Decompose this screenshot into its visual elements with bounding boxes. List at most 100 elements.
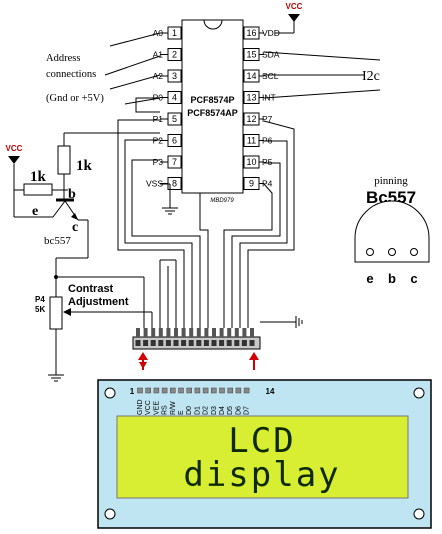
lcd-pad	[161, 387, 168, 394]
header-socket	[165, 340, 171, 346]
chip-pin-number: 1	[172, 28, 177, 38]
chip-pin-label: P3	[153, 157, 164, 167]
vcc-top-label: VCC	[286, 2, 303, 11]
contrast-label-2: Adjustment	[68, 296, 129, 308]
transistor-name-label: bc557	[44, 235, 71, 247]
header-pin	[250, 328, 254, 337]
lcd-pin-label: R/W	[170, 401, 177, 415]
header-socket	[173, 340, 179, 346]
header-socket	[219, 340, 225, 346]
chip-pin-number: 2	[172, 50, 177, 60]
lcd-screen	[116, 415, 409, 499]
to92-package	[354, 200, 430, 263]
red-arrow-2-icon	[249, 352, 259, 360]
gnd-or-5v-label: (Gnd or +5V)	[46, 93, 104, 104]
chip-pin-label: P5	[262, 157, 273, 167]
transistor-circuit: VCC 1k 1k b e c bc557	[6, 132, 160, 297]
chip-pin-label: SDA	[262, 50, 280, 60]
chip-pin-number: 11	[247, 136, 256, 146]
chip-pin-label: A0	[153, 28, 164, 38]
chip-pin-label: P7	[262, 114, 273, 124]
header-socket	[196, 340, 202, 346]
lcd-pin-label: E	[178, 410, 185, 415]
lcd-line-2: display	[183, 455, 340, 495]
chip-pin-number: 8	[172, 179, 177, 189]
pinning-title: pinning	[374, 175, 408, 187]
lcd-pad	[211, 387, 217, 394]
chip-pin-box	[167, 155, 182, 169]
header-pin	[189, 328, 194, 337]
resistor-1	[23, 183, 53, 196]
lcd-pad	[137, 387, 143, 394]
header-socket	[211, 340, 217, 346]
chip-pin-box	[167, 112, 182, 126]
transistor-b-label: b	[68, 187, 76, 202]
pin-c-label: c	[410, 271, 417, 286]
contrast-label-1: Contrast	[68, 283, 114, 295]
address-label-2: connections	[46, 69, 96, 80]
vcc-top-arrow-icon	[288, 14, 300, 22]
header-pin	[166, 328, 171, 337]
vcc-top-symbol: VCC	[275, 2, 303, 34]
header-pin	[212, 328, 216, 337]
chip-pin-label: SCL	[262, 71, 279, 81]
lcd-pin-label: D5	[227, 406, 234, 415]
vcc-left-label: VCC	[6, 144, 23, 153]
chip-pin-number: 7	[172, 157, 177, 167]
lcd-pin-label: D0	[186, 406, 193, 415]
lcd-pin-label: RS	[162, 405, 169, 415]
resistor-2	[57, 145, 71, 175]
lcd-pin-first: 1	[130, 387, 135, 396]
lcd-pin-label: D3	[211, 406, 218, 415]
resistor-1-label: 1k	[30, 169, 47, 185]
chip-pin-number: 9	[249, 179, 254, 189]
chip-pin-box	[167, 91, 182, 104]
header-pin	[204, 328, 209, 337]
header-socket	[135, 340, 141, 346]
header-socket	[234, 340, 240, 346]
lcd-pin-label: GND	[137, 399, 144, 415]
chip-body	[181, 19, 244, 194]
lcd-pad	[194, 387, 201, 394]
chip-pin-number: 16	[246, 28, 256, 38]
resistor-2-label: 1k	[76, 158, 93, 174]
vcc-left-arrow-icon	[8, 156, 20, 164]
chip-pin-number: 14	[246, 71, 256, 81]
red-arrow-1-icon	[138, 352, 148, 360]
chip-pin-number: 6	[172, 136, 177, 146]
header-socket	[241, 340, 247, 346]
bc557-pinning: pinning Bc557 e b c	[354, 175, 430, 286]
pot-wiper-arrow-icon	[63, 308, 71, 316]
chip-pin-label: VDD	[262, 28, 280, 38]
lcd-pin-label: D6	[235, 406, 242, 415]
lcd-pin-label: D7	[244, 406, 251, 415]
chip-pin-number: 5	[172, 114, 177, 124]
chip-pin-number: 4	[172, 93, 177, 103]
lcd-pin-label: D4	[219, 406, 226, 415]
chip-name-2: PCF8574AP	[187, 108, 238, 118]
header-socket	[143, 340, 149, 346]
address-label-1: Address	[46, 53, 80, 64]
pot-body	[49, 296, 63, 330]
chip-pin-number: 12	[246, 114, 256, 124]
pot-value-label: 5K	[35, 305, 45, 314]
pot-name-label: P4	[35, 295, 45, 304]
lcd-pin-label: VCC	[145, 400, 152, 415]
lcd-pad	[170, 387, 176, 394]
header-socket	[203, 340, 209, 346]
chip-pin-number: 15	[246, 50, 256, 60]
chip-pin-box	[167, 26, 182, 40]
i2c-label: I2c	[362, 69, 380, 84]
lcd-pad	[227, 387, 233, 394]
header-socket	[249, 340, 255, 346]
lcd-pad	[243, 387, 250, 394]
header-pin	[174, 328, 178, 337]
header-pin	[158, 328, 163, 337]
chip-name-1: PCF8574P	[190, 95, 234, 105]
lcd-connector-header	[132, 316, 303, 370]
lcd-pad	[202, 387, 209, 394]
